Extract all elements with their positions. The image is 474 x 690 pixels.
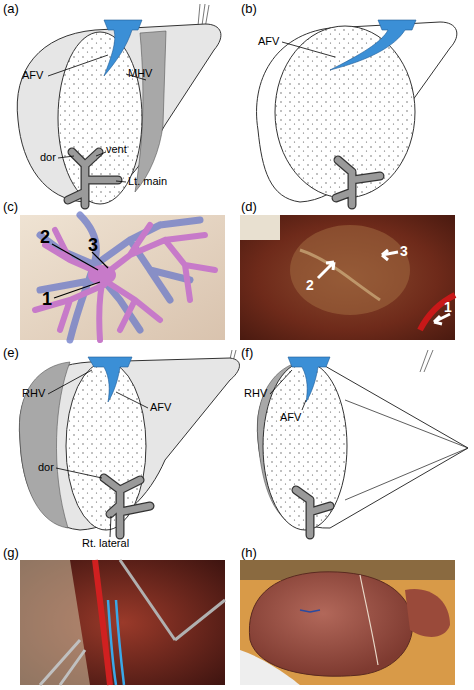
liver-illustration-e-part xyxy=(56,468,102,478)
operative-photo-d-part xyxy=(290,225,410,315)
vessel-rendering-c-part xyxy=(54,282,100,298)
liver-illustration-f-part xyxy=(288,357,330,402)
vessel-rendering-c xyxy=(20,215,225,340)
operative-photo-d-part xyxy=(420,295,455,330)
liver-illustration-e-part xyxy=(48,370,92,394)
liver-illustration-b-part xyxy=(336,160,380,205)
liver-illustration-a-part xyxy=(48,55,108,76)
liver-illustration-b-part xyxy=(330,20,416,70)
liver-illustration-a-part xyxy=(68,152,118,205)
vessel-rendering-c-part xyxy=(92,252,108,268)
branch-label: dor xyxy=(38,462,54,473)
liver-illustration-e-part xyxy=(88,357,132,402)
liver-illustration-a-part xyxy=(68,152,118,205)
panel-letter: (b) xyxy=(241,2,257,15)
operative-photo-h-part xyxy=(249,572,412,676)
liver-illustration-e-part xyxy=(19,362,70,528)
operative-photo-d xyxy=(240,215,455,340)
callout-number: 3 xyxy=(88,236,98,254)
panel-letter: (h) xyxy=(241,546,257,559)
vessel-label: AFV xyxy=(150,402,171,413)
operative-photo-h-part xyxy=(405,589,450,637)
operative-photo-g xyxy=(20,560,225,685)
callout-number: 2 xyxy=(40,228,50,246)
liver-illustration-f-part xyxy=(302,400,306,410)
vessel-label: RHV xyxy=(22,388,45,399)
panel-letter: (e) xyxy=(3,346,19,359)
operative-photo-d-part xyxy=(300,250,380,300)
operative-photo-g-part xyxy=(20,560,90,685)
callout-number: 1 xyxy=(444,300,452,314)
panel-letter: (f) xyxy=(241,346,253,359)
liver-illustration-f-part xyxy=(296,490,330,535)
liver-illustration-e xyxy=(19,350,239,537)
liver-illustration-f-part xyxy=(345,400,468,500)
vessel-label: MHV xyxy=(128,68,152,79)
callout-number: 1 xyxy=(42,290,52,308)
liver-illustration-a-part xyxy=(116,181,126,182)
operative-photo-d-part xyxy=(240,215,280,240)
operative-photo-d-part xyxy=(240,215,455,340)
operative-photo-g-part xyxy=(20,560,225,685)
callout-number: 3 xyxy=(400,244,408,258)
vessel-rendering-c-part xyxy=(20,215,225,340)
panel-letter: (a) xyxy=(3,2,19,15)
branch-label: Lt. main xyxy=(128,176,167,187)
operative-photo-g-part xyxy=(40,640,85,685)
liver-illustration-a-part xyxy=(58,156,74,158)
liver-illustration-b-part xyxy=(282,42,335,57)
vessel-rendering-c-part xyxy=(35,225,215,340)
operative-photo-h xyxy=(240,560,455,685)
operative-photo-h-part xyxy=(240,650,300,685)
liver-illustration-f xyxy=(257,350,468,535)
vessel-label: AFV xyxy=(258,36,279,47)
liver-illustration-e-part xyxy=(110,516,111,537)
branch-label: Rt. lateral xyxy=(82,538,129,549)
operative-photo-g-part xyxy=(108,600,124,685)
panel-letter: (g) xyxy=(3,546,19,559)
branch-label: dor xyxy=(40,152,56,163)
liver-illustration-b xyxy=(257,20,457,205)
operative-photo-h-part xyxy=(300,610,320,612)
operative-photo-g-part xyxy=(120,560,225,640)
liver-illustration-f-part xyxy=(424,350,433,372)
liver-illustration-b-part xyxy=(336,160,380,205)
vessel-label: AFV xyxy=(280,412,301,423)
vessel-label: AFV xyxy=(22,70,43,81)
panel-letter: (c) xyxy=(3,200,18,213)
operative-photo-d-part xyxy=(382,250,398,260)
liver-illustration-a xyxy=(17,4,221,205)
liver-illustration-f-part xyxy=(296,490,330,535)
operative-photo-d-part xyxy=(434,314,450,324)
liver-illustration-b-part xyxy=(275,26,415,198)
vessel-rendering-c-part xyxy=(88,265,116,285)
branch-label: vent xyxy=(106,144,127,155)
liver-illustration-a-part xyxy=(96,152,106,156)
liver-illustration-f-part xyxy=(263,362,347,530)
operative-photo-h-part xyxy=(360,575,378,665)
liver-illustration-e-part xyxy=(116,392,148,408)
liver-illustration-e-part xyxy=(19,358,239,530)
liver-illustration-f-part xyxy=(270,370,292,394)
vessel-label: RHV xyxy=(244,388,267,399)
operative-photo-d-part xyxy=(318,262,334,278)
panel-letter: (d) xyxy=(241,200,257,213)
operative-photo-h-part xyxy=(240,560,455,685)
operative-photo-g-part xyxy=(95,560,110,685)
callout-number: 2 xyxy=(306,278,314,292)
liver-illustration-f-part xyxy=(420,350,428,372)
